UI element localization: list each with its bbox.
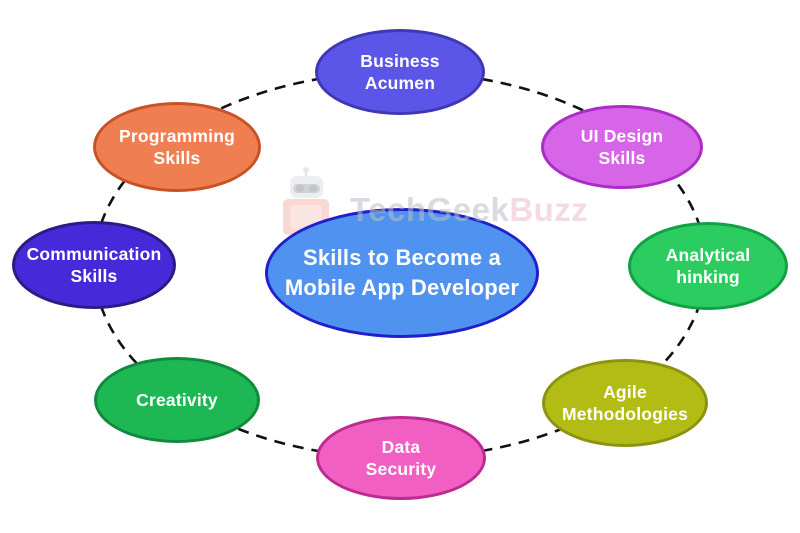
- node-label: Skills: [598, 148, 646, 168]
- node-ui-design-skills: UI Design Skills: [541, 105, 703, 189]
- node-label: Communication: [26, 243, 162, 264]
- node-business-acumen: Business Acumen: [315, 29, 485, 115]
- node-label: Acumen: [364, 73, 436, 93]
- node-label: Analytical: [665, 244, 751, 265]
- node-label: Agile: [603, 381, 647, 402]
- node-agile-methodologies: Agile Methodologies: [542, 359, 708, 447]
- central-node-label-line2: Mobile App Developer: [284, 275, 520, 300]
- node-label: Programming: [119, 125, 235, 146]
- node-label: Data: [381, 436, 421, 457]
- node-communication-skills: Communication Skills: [12, 221, 176, 309]
- node-label: Security: [365, 459, 437, 479]
- node-label: hinking: [676, 267, 740, 287]
- central-node-label-line1: Skills to Become a: [302, 245, 501, 271]
- node-label: Skills: [153, 148, 201, 168]
- central-node: Skills to Become a Mobile App Developer: [265, 208, 539, 338]
- node-label: Business: [360, 50, 440, 71]
- node-analytical-thinking: Analytical hinking: [628, 222, 788, 310]
- node-label: Methodologies: [561, 404, 689, 424]
- node-label: Creativity: [136, 389, 218, 410]
- node-data-security: Data Security: [316, 416, 486, 500]
- node-label: Skills: [70, 266, 118, 286]
- node-label: UI Design: [580, 125, 664, 146]
- node-creativity: Creativity: [94, 357, 260, 443]
- node-programming-skills: Programming Skills: [93, 102, 261, 192]
